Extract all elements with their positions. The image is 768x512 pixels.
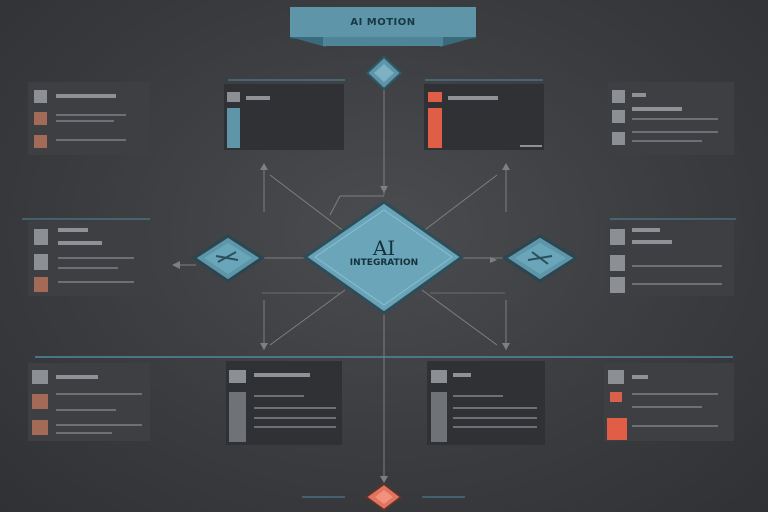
text-line xyxy=(632,118,718,120)
text-line xyxy=(453,417,537,419)
panel-icon xyxy=(32,394,48,409)
text-line xyxy=(254,395,304,397)
diagram-title: AI MOTION xyxy=(350,16,416,28)
panel-icon xyxy=(32,420,48,435)
text-line xyxy=(520,145,542,147)
panel-title-bar xyxy=(58,228,88,232)
panel-title-bar xyxy=(632,93,646,97)
accent-bar-orange xyxy=(428,108,442,148)
panel-title-bar xyxy=(453,373,471,377)
panel-bottom-center-left xyxy=(226,361,342,445)
text-line xyxy=(254,407,336,409)
panel-icon xyxy=(428,92,442,102)
panel-mid-right xyxy=(606,221,734,296)
text-line xyxy=(56,139,126,141)
panel-title-bar xyxy=(246,96,270,100)
panel-bottom-right xyxy=(604,363,734,441)
text-line xyxy=(58,281,134,283)
panel-title-bar xyxy=(632,228,660,232)
text-line xyxy=(58,267,118,269)
panel-title-bar xyxy=(448,96,498,100)
text-line xyxy=(58,257,134,259)
text-line xyxy=(56,432,112,434)
panel-title-bar xyxy=(632,107,682,111)
panel-top-right xyxy=(608,82,734,155)
accent-bar-grey xyxy=(229,392,246,442)
panel-title-bar xyxy=(254,373,310,377)
panel-icon xyxy=(34,277,48,292)
panel-mid-left xyxy=(28,221,150,296)
text-line xyxy=(632,140,702,142)
panel-top-center-left xyxy=(224,84,344,150)
panel-icon xyxy=(227,92,240,102)
panel-icon xyxy=(34,254,48,270)
panel-title-bar xyxy=(56,375,98,379)
diagram-title-banner: AI MOTION xyxy=(290,7,476,37)
panel-icon xyxy=(34,229,48,245)
panel-icon xyxy=(608,370,624,384)
text-line xyxy=(632,393,718,395)
panel-icon xyxy=(431,370,447,383)
panel-icon xyxy=(610,255,625,271)
accent-block-orange xyxy=(607,418,627,440)
text-line xyxy=(254,426,336,428)
banner-ribbon xyxy=(290,37,476,47)
panel-icon xyxy=(610,277,625,293)
text-line xyxy=(632,406,702,408)
text-line xyxy=(632,425,718,427)
accent-bar-blue xyxy=(227,108,240,148)
panel-icon xyxy=(610,392,622,402)
panel-top-left xyxy=(28,82,150,155)
panel-title-bar xyxy=(58,241,102,245)
panel-top-center-right xyxy=(424,84,544,150)
text-line xyxy=(632,265,722,267)
panel-icon xyxy=(612,90,625,103)
text-line xyxy=(254,417,336,419)
text-line xyxy=(453,407,537,409)
text-line xyxy=(56,424,142,426)
hub-title: AI xyxy=(372,236,396,260)
panel-bottom-center-right xyxy=(427,361,545,445)
panel-icon xyxy=(34,112,47,125)
panel-title-bar xyxy=(632,240,672,244)
panel-icon xyxy=(34,135,47,148)
accent-bar-grey xyxy=(431,392,447,442)
text-line xyxy=(453,426,537,428)
panel-title-bar xyxy=(632,375,648,379)
panel-icon xyxy=(610,229,625,245)
text-line xyxy=(56,409,116,411)
panel-icon xyxy=(34,90,47,103)
text-line xyxy=(56,393,142,395)
text-line xyxy=(56,114,126,116)
text-line xyxy=(56,120,114,122)
panel-icon xyxy=(32,370,48,384)
hub-subtitle: INTEGRATION xyxy=(349,258,419,268)
panel-bottom-left xyxy=(28,363,150,441)
text-line xyxy=(453,395,503,397)
panel-icon xyxy=(229,370,246,383)
panel-title-bar xyxy=(56,94,116,98)
panel-icon xyxy=(612,110,625,123)
text-line xyxy=(632,283,722,285)
text-line xyxy=(632,131,718,133)
panel-icon xyxy=(612,132,625,145)
